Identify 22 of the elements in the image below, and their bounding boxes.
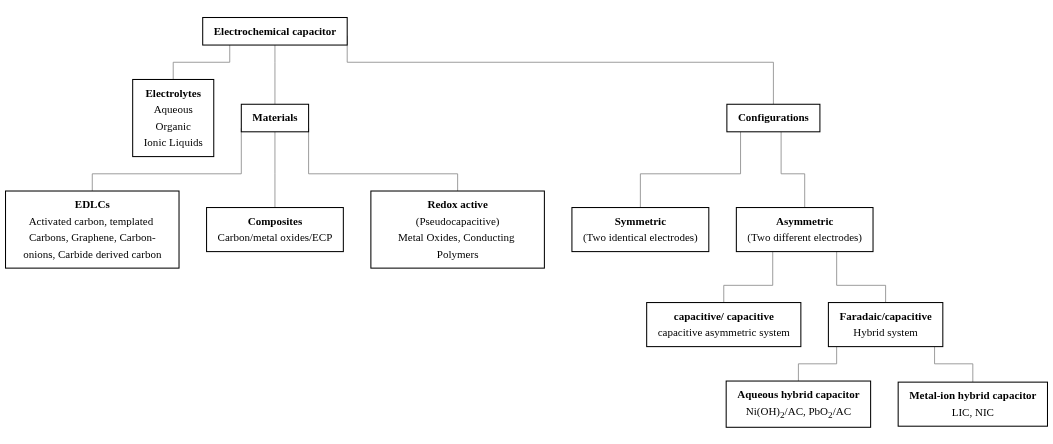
connector <box>836 250 887 303</box>
connector <box>723 250 774 303</box>
node-box: Materials <box>240 103 310 132</box>
node-box: EDLCs Activated carbon, templated Carbons, Graphene, Carbon-onions, Carbide derived carbon <box>5 190 180 269</box>
node-box: Electrochemical capacitor <box>202 16 348 46</box>
connector <box>780 130 806 208</box>
node-box: Faradaic/capacitive Hybrid system <box>827 301 944 347</box>
node-box: Metal-ion hybrid capacitor LIC, NIC <box>897 381 1048 427</box>
node-box: Symmetric (Two identical electrodes) <box>571 206 710 252</box>
node-box: Redox active (Pseudocapacitive) Metal Oxides, Conducting Polymers <box>370 190 545 269</box>
node-box: Configurations <box>726 103 821 132</box>
node-box: Aqueous hybrid capacitor Ni(OH)$_{2}$/AC, PbO$_{2}$/AC <box>725 380 872 428</box>
node-box: Asymmetric (Two different electrodes) <box>735 206 874 252</box>
connector <box>934 345 974 383</box>
node-box: Electrolytes Aqueous Organic Ionic Liquids <box>132 78 215 157</box>
connector <box>172 44 231 80</box>
connector <box>274 130 276 208</box>
connector <box>274 44 276 105</box>
connector <box>798 345 838 382</box>
node-box: capacitive/ capacitive capacitive asymmetric system <box>646 301 802 347</box>
connector <box>639 130 741 208</box>
node-box: Composites Carbon/metal oxides/ECP <box>206 206 344 252</box>
